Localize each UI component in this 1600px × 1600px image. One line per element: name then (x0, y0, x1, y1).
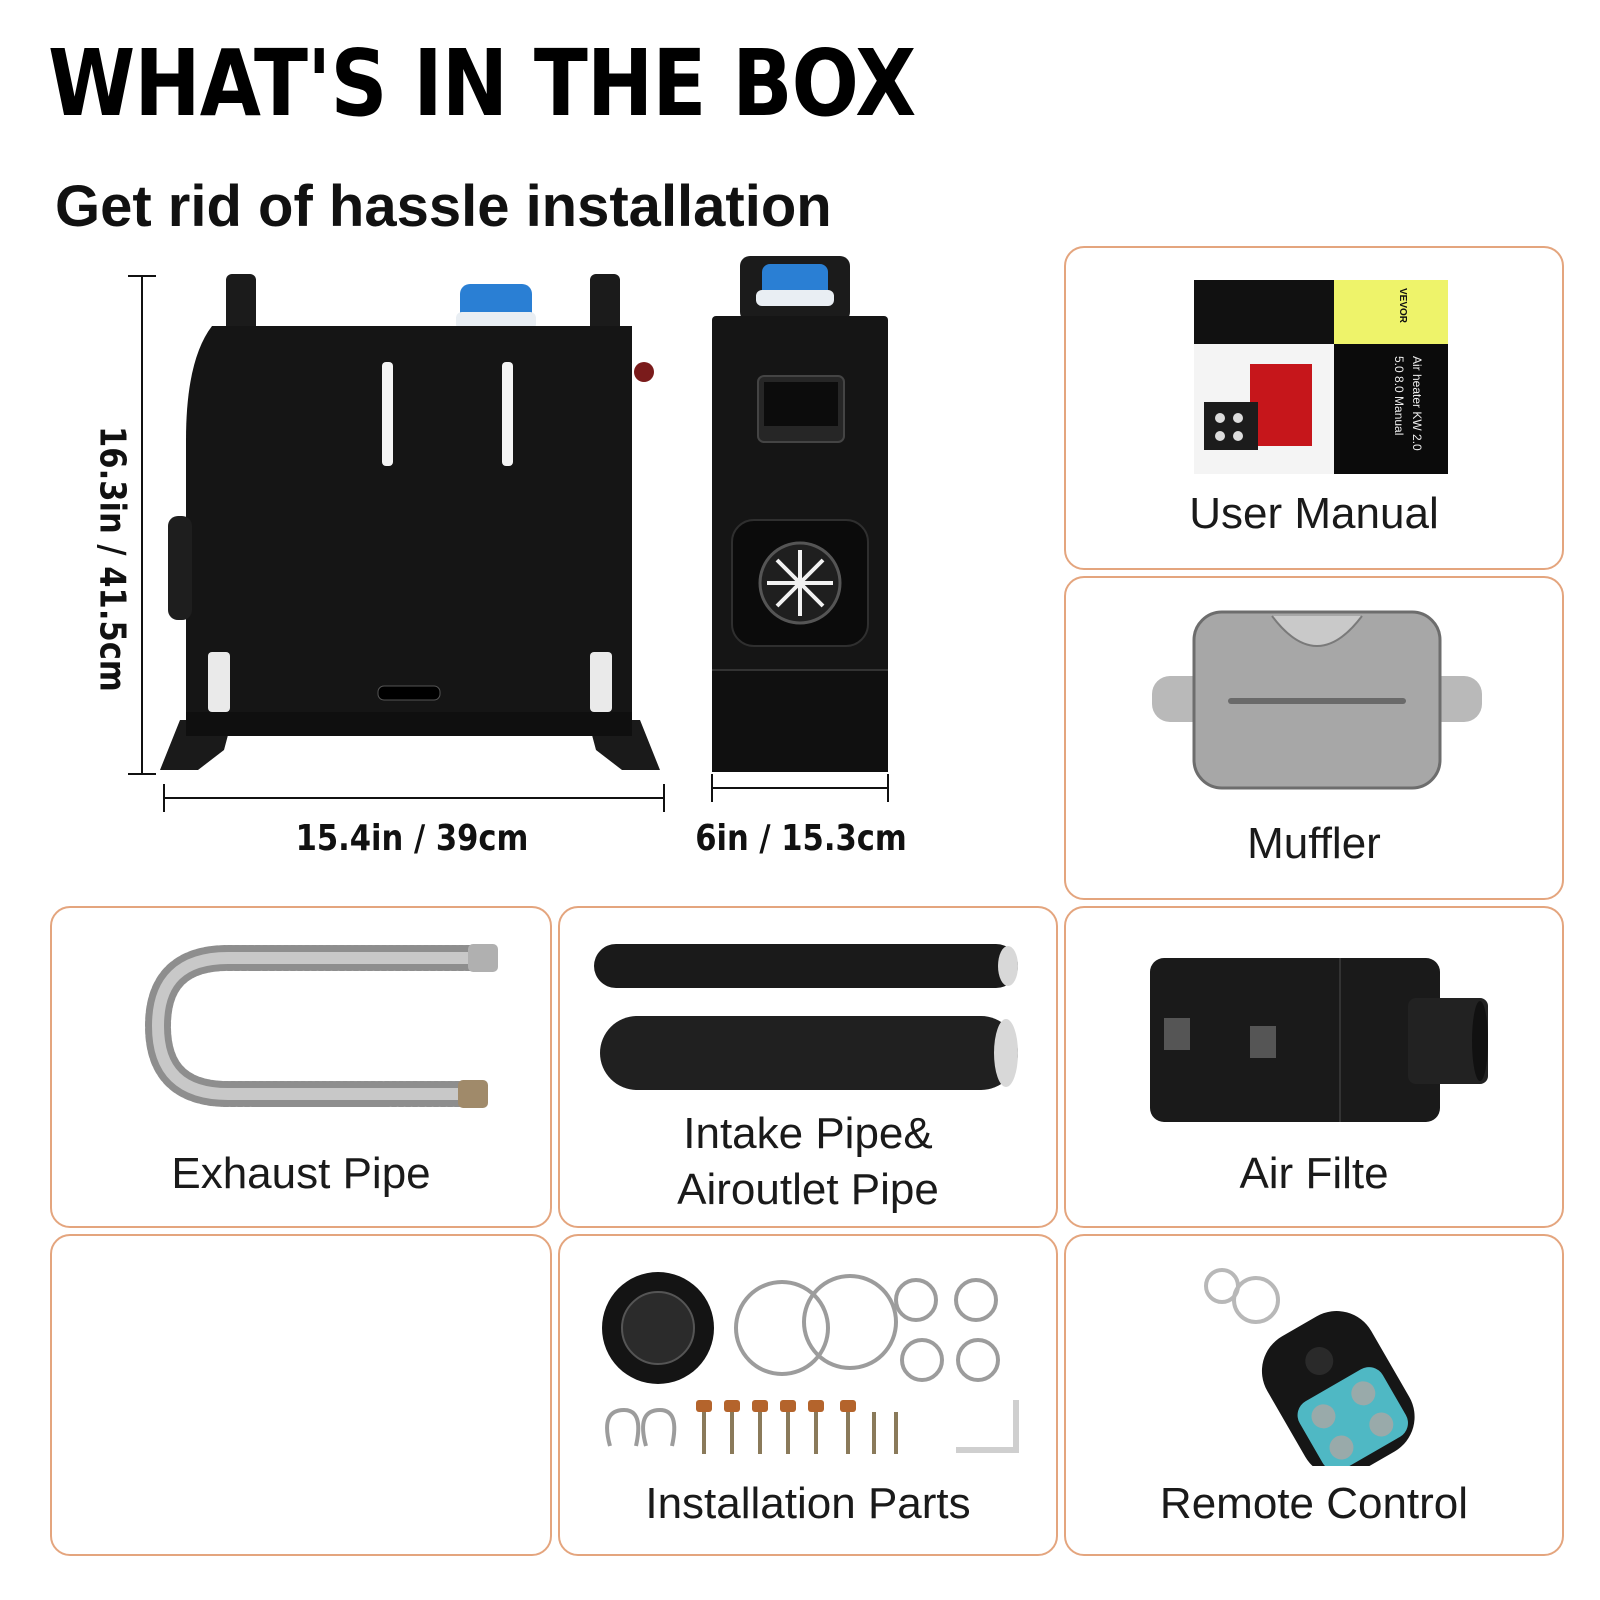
page-title: WHAT'S IN THE BOX (48, 30, 916, 137)
intake-pipe-label-line1: Intake Pipe& (683, 1109, 933, 1158)
intake-pipe-card: Intake Pipe& Airoutlet Pipe (558, 906, 1058, 1228)
remote-control-card: Remote Control (1064, 1234, 1564, 1556)
heater-front-image (128, 274, 665, 812)
manual-cover-text-2: 5.0 8.0 Manual (1392, 356, 1406, 436)
air-filter-label: Air Filte (1239, 1149, 1389, 1198)
empty-card (50, 1234, 552, 1556)
intake-pipe-image (594, 944, 1018, 1090)
heater-side-image (711, 256, 889, 802)
installation-parts-image (602, 1272, 1019, 1454)
width-dimension-label: 15.4in / 39cm (295, 818, 529, 859)
air-filter-card: Air Filte (1064, 906, 1564, 1228)
remote-control-image (1204, 1268, 1415, 1466)
height-dimension-label: 16.3in / 41.5cm (91, 426, 133, 692)
muffler-card: Muffler (1064, 576, 1564, 900)
intake-pipe-label-line2: Airoutlet Pipe (677, 1165, 939, 1214)
exhaust-pipe-card: Exhaust Pipe (50, 906, 552, 1228)
user-manual-label: User Manual (1189, 489, 1439, 538)
exhaust-pipe-label: Exhaust Pipe (171, 1149, 431, 1198)
installation-parts-label: Installation Parts (645, 1479, 971, 1528)
depth-dimension-label: 6in / 15.3cm (695, 818, 907, 859)
manual-cover-text-1: Air heater KW 2.0 (1410, 356, 1424, 451)
page-subtitle: Get rid of hassle installation (55, 174, 832, 239)
remote-control-label: Remote Control (1159, 1479, 1469, 1528)
user-manual-image (1194, 280, 1448, 474)
muffler-image (1152, 610, 1482, 790)
user-manual-card: VEVOR Air heater KW 2.0 5.0 8.0 Manual U… (1064, 246, 1564, 570)
exhaust-pipe-image (144, 944, 498, 1108)
manual-brand-text: VEVOR (1397, 288, 1408, 324)
air-filter-image (1150, 958, 1488, 1122)
muffler-label: Muffler (1247, 819, 1381, 868)
installation-parts-card: Installation Parts (558, 1234, 1058, 1556)
